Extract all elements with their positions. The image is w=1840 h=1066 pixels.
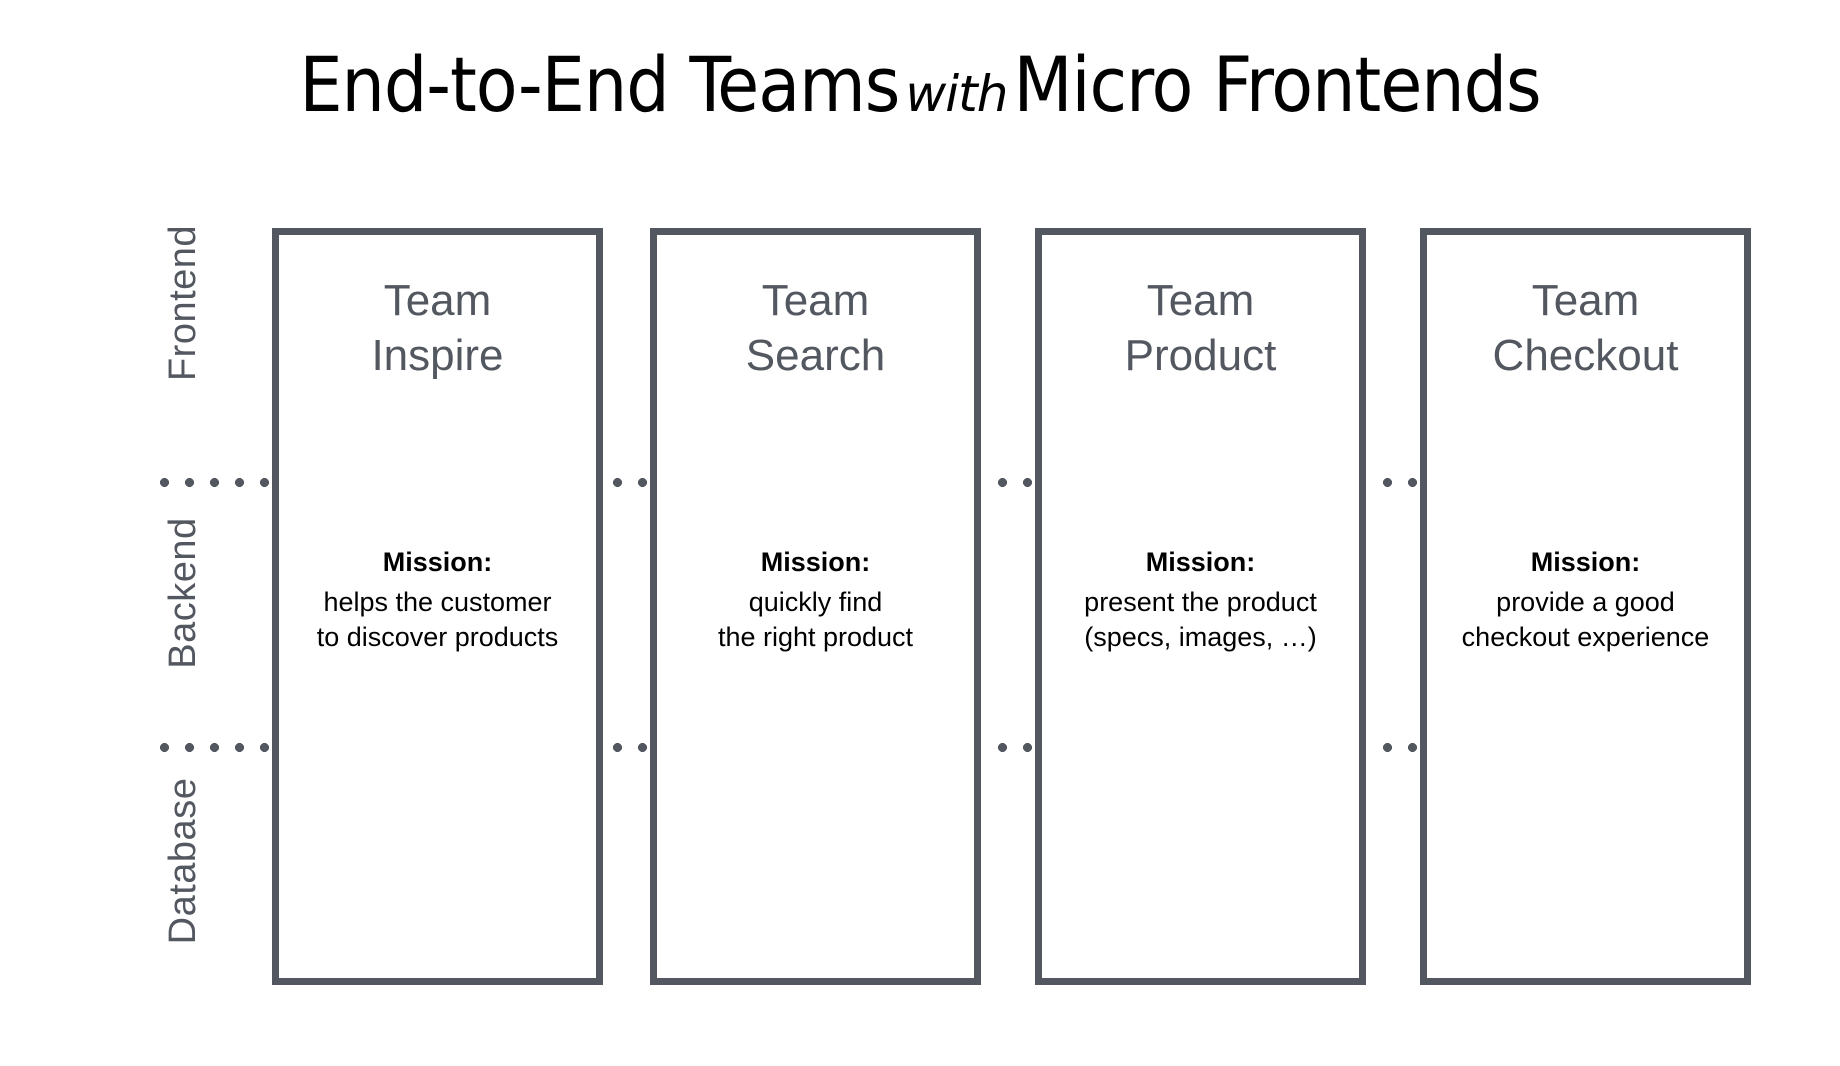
team-title: Team Product	[1124, 276, 1277, 380]
mission-text: helps the customer to discover products	[316, 586, 559, 653]
separator-frontend-backend	[0, 478, 1840, 488]
mission-text: quickly find the right product	[717, 586, 914, 653]
team-title: Team Search	[745, 276, 886, 380]
dot-run-gap-2	[990, 743, 1034, 752]
mission-label: Mission:	[1145, 547, 1256, 577]
dot-run-gap-2	[990, 478, 1034, 487]
team-column-checkout[interactable]: Team Checkout Mission: provide a good ch…	[1420, 228, 1751, 985]
mission-text: present the product (specs, images, …)	[1084, 586, 1317, 653]
separator-backend-database	[0, 743, 1840, 753]
dot-run-gap-1	[605, 743, 649, 752]
team-column-inspire[interactable]: Team Inspire Mission: helps the customer…	[272, 228, 603, 985]
dot-run-gap-1	[605, 478, 649, 487]
layer-label-database: Database	[162, 777, 204, 945]
team-column-search[interactable]: Team Search Mission: quickly find the ri…	[650, 228, 981, 985]
mission-label: Mission:	[382, 547, 493, 577]
mission-text: provide a good checkout experience	[1461, 586, 1710, 653]
team-mission: Mission: provide a good checkout experie…	[1427, 545, 1744, 656]
dot-run-gap-3	[1375, 743, 1419, 752]
team-mission: Mission: present the product (specs, ima…	[1042, 545, 1359, 656]
dot-run-gap-3	[1375, 478, 1419, 487]
dot-run-left	[152, 743, 272, 752]
team-title: Team Inspire	[371, 276, 504, 380]
team-title: Team Checkout	[1492, 276, 1679, 380]
team-mission: Mission: helps the customer to discover …	[279, 545, 596, 656]
title-connector: with	[905, 65, 1008, 123]
title-part-1: End-to-End Teams	[299, 40, 900, 129]
team-mission: Mission: quickly find the right product	[657, 545, 974, 656]
team-column-product[interactable]: Team Product Mission: present the produc…	[1035, 228, 1366, 985]
dot-run-left	[152, 478, 272, 487]
mission-label: Mission:	[760, 547, 871, 577]
title-part-2: Micro Frontends	[1013, 40, 1541, 129]
mission-label: Mission:	[1530, 547, 1641, 577]
